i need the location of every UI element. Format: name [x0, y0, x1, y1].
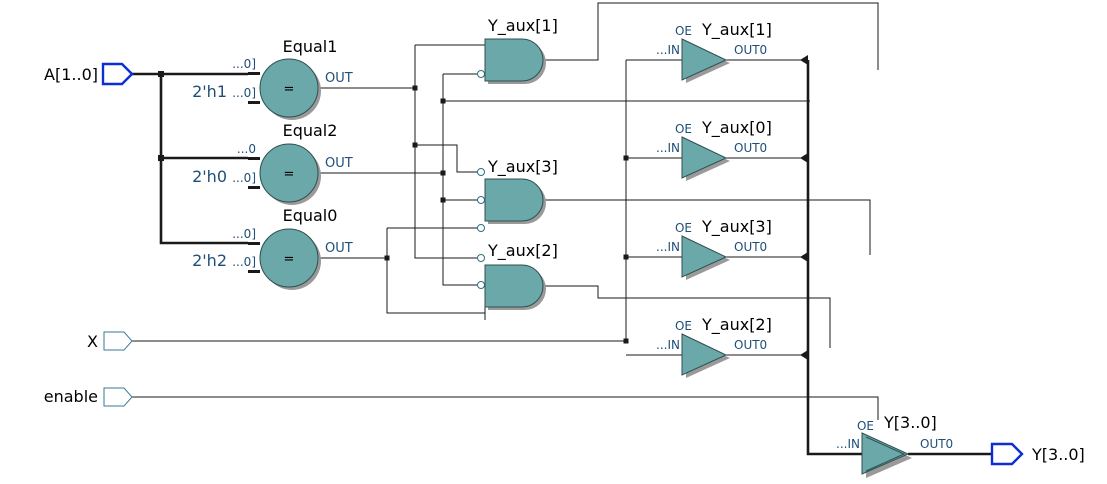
buffer-name: Y_aux[2] [701, 315, 772, 335]
pin-label-bottom: ...0] [232, 86, 256, 100]
buffer-y-aux-0[interactable]: Y_aux[0] OE ...IN OUT0 [656, 118, 772, 181]
bus-arrows [800, 55, 808, 360]
equal-symbol: = [284, 252, 295, 267]
buffer-y-aux-1[interactable]: Y_aux[1] OE ...IN OUT0 [656, 20, 772, 83]
out-label: OUT [325, 156, 353, 171]
buffer-y-output[interactable]: Y[3..0] OE ...IN OUT0 [836, 413, 953, 478]
in-label: ...IN [656, 240, 680, 254]
wires [132, 2, 992, 456]
and-gate-y-aux-1[interactable]: Y_aux[1] [477, 16, 558, 84]
in-label: ...IN [656, 338, 680, 352]
y-bus [806, 60, 862, 456]
equal-symbol: = [284, 167, 295, 182]
input-port-enable[interactable]: enable [44, 387, 133, 407]
inverter-bubble [477, 254, 485, 262]
comparator-equal1[interactable]: = Equal1 ...0] ...0] 2'h1 OUT [192, 37, 353, 120]
comparator-equal2[interactable]: = Equal2 ...0 ...0] 2'h0 OUT [192, 121, 353, 205]
input-port-a[interactable]: A[1..0] [44, 62, 134, 86]
junctions [158, 71, 629, 344]
port-label-y: Y[3..0] [1031, 445, 1085, 464]
pin-label-bottom: ...0] [232, 255, 256, 269]
out-label: OUT [325, 71, 353, 86]
and-gate-y-aux-3[interactable]: Y_aux[3] [477, 157, 558, 232]
comparator-equal0[interactable]: = Equal0 ...0] ...0] 2'h2 OUT [192, 206, 353, 290]
in-label: ...IN [656, 141, 680, 155]
pin-label-bottom: ...0] [232, 171, 256, 185]
out-label: OUT0 [734, 338, 767, 352]
oe-label: OE [675, 221, 692, 235]
buffer-name: Y_aux[1] [701, 20, 772, 40]
inverter-bubble [477, 70, 485, 78]
oe-label: OE [675, 319, 692, 333]
buffer-name: Y_aux[3] [701, 217, 772, 237]
constant-label: 2'h2 [192, 251, 227, 270]
comparator-name: Equal0 [283, 206, 338, 225]
buffer-name: Y_aux[0] [701, 118, 772, 138]
out-label: OUT [325, 241, 353, 256]
gate-name: Y_aux[3] [487, 157, 558, 177]
inverter-bubble [477, 224, 485, 232]
out-label: OUT0 [920, 437, 953, 451]
pin-label-top: ...0] [232, 57, 256, 71]
port-label-a: A[1..0] [44, 65, 98, 84]
buffer-y-aux-2[interactable]: Y_aux[2] OE ...IN OUT0 [656, 315, 772, 378]
port-label-enable: enable [44, 387, 98, 406]
in-label: ...IN [656, 43, 680, 57]
comparator-name: Equal2 [283, 121, 338, 140]
pin-label-top: ...0 [237, 142, 256, 156]
out-label: OUT0 [734, 43, 767, 57]
pin-label-top: ...0] [232, 227, 256, 241]
inverter-bubble [477, 281, 485, 289]
inverter-bubble [477, 168, 485, 176]
and-gate-y-aux-2[interactable]: Y_aux[2] [477, 241, 558, 310]
gate-name: Y_aux[2] [487, 241, 558, 261]
enable-wire [132, 396, 879, 420]
comparator-name: Equal1 [283, 37, 338, 56]
buffer-y-aux-3[interactable]: Y_aux[3] OE ...IN OUT0 [656, 217, 772, 280]
constant-label: 2'h0 [192, 167, 227, 186]
port-label-x: X [87, 332, 98, 351]
equal-symbol: = [284, 82, 295, 97]
constant-label: 2'h1 [192, 82, 227, 101]
out-label: OUT0 [734, 141, 767, 155]
gate-name: Y_aux[1] [487, 16, 558, 36]
output-port-y[interactable]: Y[3..0] [990, 442, 1085, 466]
oe-label: OE [675, 122, 692, 136]
buffer-name: Y[3..0] [883, 413, 937, 432]
out-label: OUT0 [734, 240, 767, 254]
input-port-x[interactable]: X [87, 331, 133, 351]
in-label: ...IN [836, 437, 860, 451]
oe-label: OE [857, 419, 874, 433]
oe-label: OE [675, 24, 692, 38]
inverter-bubble [477, 196, 485, 204]
